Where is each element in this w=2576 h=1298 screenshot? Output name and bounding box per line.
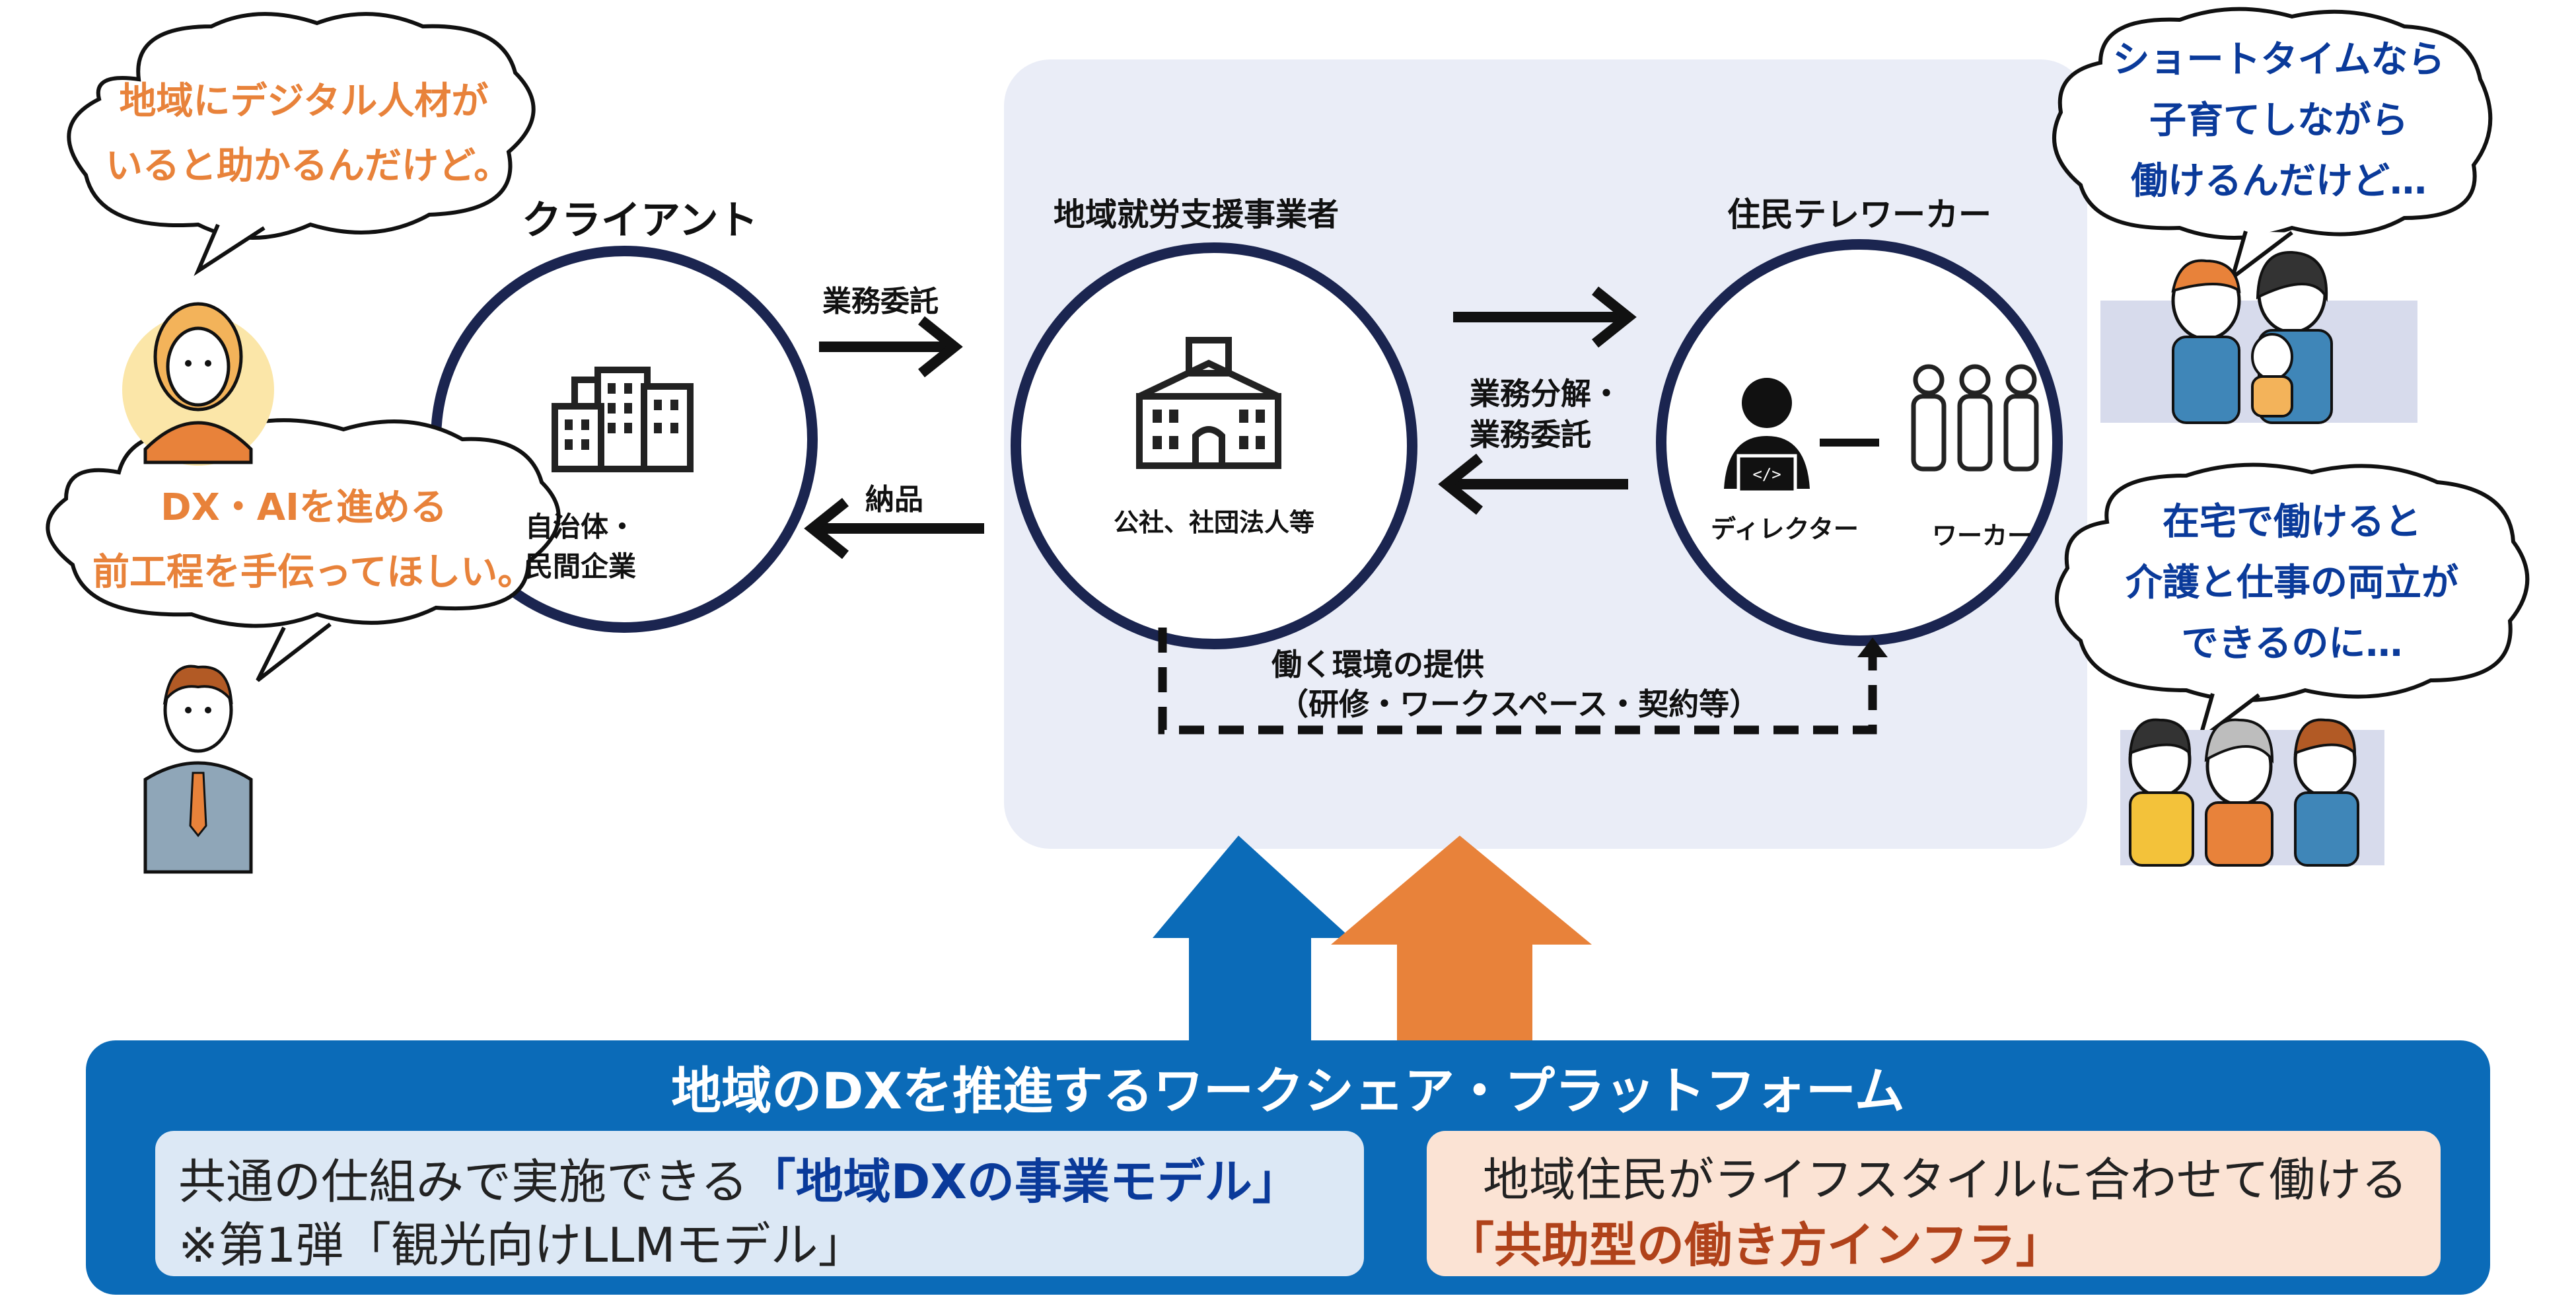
bubble-client-bottom-text: DX・AIを進める 前工程を手伝ってほしい。 [92,476,535,605]
bubble-client-bottom-line1: DX・AIを進める [161,486,447,529]
platform-right-line1: 地域住民がライフスタイルに合わせて働ける [1483,1153,2408,1207]
bubble-worker-bottom-line3: できるのに… [2181,622,2403,665]
bubble-client-bottom-line2: 前工程を手伝ってほしい。 [92,551,535,594]
platform-left-prefix: 共通の仕組みで実施できる [178,1154,748,1209]
bubble-worker-bottom-text: 在宅で働けると 介護と仕事の両立が できるのに… [2087,492,2497,674]
delivery-label: 納品 [865,483,923,517]
split-arrow-left [1438,453,1628,515]
client-label-line1: 自治体・ [525,511,637,543]
building-windows [565,383,678,450]
bubble-worker-bottom-line2: 介護と仕事の両立が [2126,561,2458,604]
support-label: 公社、社団法人等 [1113,508,1314,537]
bubble-worker-top-line1: ショートタイムなら [2112,38,2445,81]
bubble-worker-bottom-line1: 在宅で働けると [2163,501,2421,544]
platform-left-box [155,1131,1364,1276]
building-icon [552,367,694,472]
platform-left-line1: 共通の仕組みで実施できる「地域DXの事業モデル」 [178,1143,1300,1212]
woman-client-avatar [122,302,274,466]
family-photo [2100,250,2417,424]
bubble-worker-top-line2: 子育てしながら [2149,99,2408,142]
director-label: ディレクター [1711,515,1859,544]
bubble-worker-bottom [2055,462,2530,745]
worker-group-icon [1911,364,2039,472]
worker-label: ワーカー [1932,521,2033,550]
commission-arrow [819,316,963,378]
commission-label: 業務委託 [822,285,939,318]
svg-text:</>: </> [1752,465,1781,484]
platform-right-highlight: 「共助型の働き方インフラ」 [1447,1217,2063,1273]
client-title: クライアント [522,198,758,244]
support-circle [1011,242,1417,649]
client-label-line2: 民間企業 [525,550,637,583]
split-arrow-right [1453,286,1637,348]
split-label-line2: 業務委託 [1470,417,1591,452]
teleworker-title: 住民テレワーカー [1727,196,1991,234]
up-arrow-orange [1331,836,1592,1057]
bubble-worker-top-line3: 働けるんだけど… [2131,160,2427,203]
bubble-worker-top-text: ショートタイムなら 子育てしながら 働けるんだけど… [2094,30,2464,212]
split-label: 業務分解・ 業務委託 [1470,373,1622,455]
man-client-avatar [143,665,253,874]
elderly-family-photo [2120,718,2384,867]
platform-right-box [1427,1131,2441,1276]
environment-label-line1: 働く環境の提供 [1271,647,1484,682]
split-label-line1: 業務分解・ [1470,376,1622,412]
platform-left-line2: ※第1弾「観光向けLLMモデル」 [178,1217,866,1273]
public-building-icon [1136,337,1281,469]
platform-title: 地域のDXを推進するワークシェア・プラットフォーム [671,1062,1905,1120]
environment-label-line2: （研修・ワークスペース・契約等） [1278,686,1760,722]
bubble-client-bottom [46,418,561,682]
delivery-arrow [804,497,984,559]
platform-left-highlight: 「地域DXの事業モデル」 [748,1154,1300,1209]
bubble-client-top [67,12,536,276]
bubble-client-top-text: 地域にデジタル人材が いると助かるんだけど。 [106,69,511,199]
support-title: 地域就労支援事業者 [1054,196,1340,233]
bubble-client-top-line2: いると助かるんだけど。 [106,145,511,188]
client-label: 自治体・ 民間企業 [525,507,636,587]
up-arrow-blue [1153,836,1351,1057]
public-building-windows [1153,410,1265,449]
environment-dashed-arrow [1158,628,1888,735]
bubble-worker-top [2052,7,2493,283]
bubble-client-top-line1: 地域にデジタル人材が [119,80,489,123]
director-icon: </> [1724,378,1810,494]
